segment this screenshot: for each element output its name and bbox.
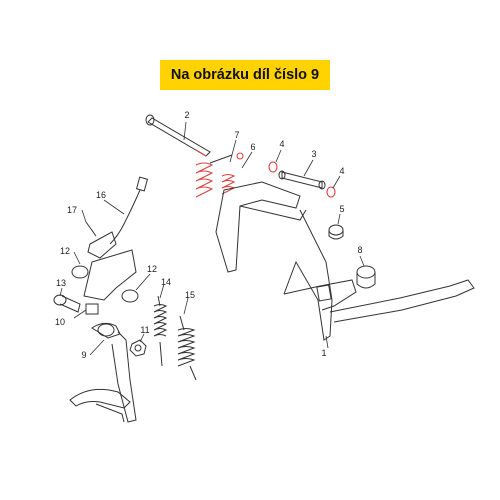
part-12-oring-right <box>121 289 139 303</box>
callout-label: 4 <box>279 139 284 149</box>
leader-lines <box>59 121 365 356</box>
part-17-screw <box>85 221 97 237</box>
callout-label: 15 <box>185 290 195 300</box>
part-12-oring-left <box>71 265 89 279</box>
part-7-spring <box>195 154 233 198</box>
callout-label: 6 <box>250 142 255 152</box>
callout-label: 17 <box>67 205 77 215</box>
callout-label: 5 <box>339 204 344 214</box>
callout-label: 8 <box>357 245 362 255</box>
callout-label: 4 <box>339 166 344 176</box>
callout-label: 12 <box>147 264 157 274</box>
part-14-spring <box>153 295 168 367</box>
part-2-pin <box>145 114 211 157</box>
part-4-washer-left <box>268 161 278 173</box>
callout-label: 3 <box>311 149 316 159</box>
part-number-banner: Na obrázku díl číslo 9 <box>160 60 330 90</box>
callout-label: 11 <box>140 325 149 335</box>
part-9-side-stand <box>69 322 137 423</box>
part-3-rod <box>278 170 326 190</box>
callout-label: 9 <box>81 350 86 360</box>
part-4-washer-right <box>326 186 336 198</box>
callout-label: 7 <box>234 130 239 140</box>
part-8-rubber-stop <box>356 265 376 289</box>
part-11-nut <box>129 339 147 357</box>
callout-label: 16 <box>96 190 106 200</box>
callout-label: 14 <box>161 277 171 287</box>
part-10-fastener <box>85 303 99 315</box>
callout-label: 13 <box>56 278 66 288</box>
part-15-spring <box>177 315 197 381</box>
callout-label: 10 <box>55 317 65 327</box>
part-1-main-stand <box>215 181 475 341</box>
callout-labels: 1 2 3 4 4 5 6 7 8 9 10 11 12 12 13 14 15… <box>55 110 363 360</box>
part-5-bushing <box>328 224 344 240</box>
part-16-sensor <box>87 176 149 259</box>
callout-label: 12 <box>60 246 70 256</box>
part-13-bolt <box>53 294 81 313</box>
callout-label: 2 <box>184 110 189 120</box>
sensor-bracket <box>83 249 137 301</box>
callout-label: 1 <box>321 348 326 358</box>
